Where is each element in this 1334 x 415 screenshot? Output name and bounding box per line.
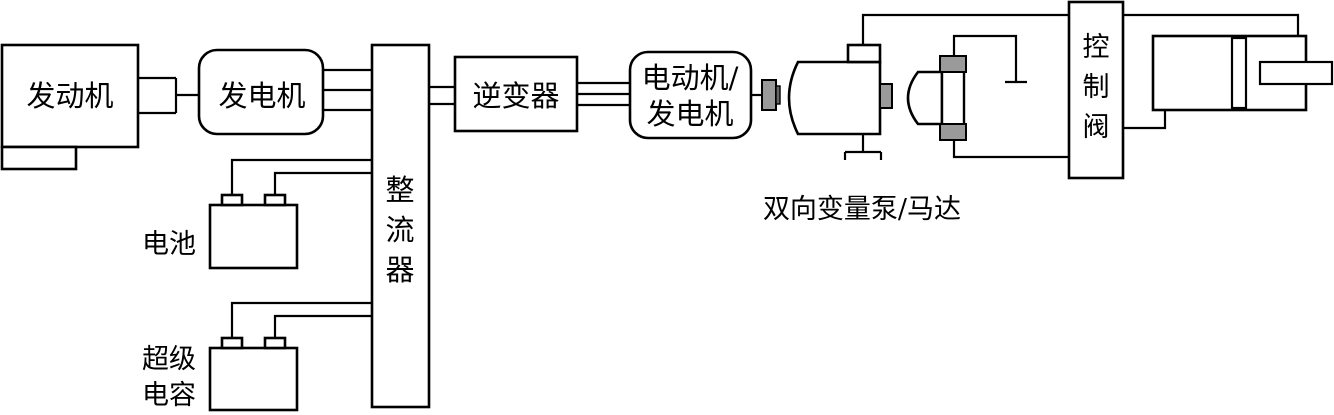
- supercapacitor-label-1: 超级: [142, 344, 196, 375]
- battery-terminal-left: [220, 193, 244, 207]
- engine-block: 发动机: [0, 43, 140, 171]
- rectifier-body: [370, 43, 431, 409]
- generator-block: 发电机: [176, 48, 325, 136]
- inverter-body: [453, 55, 579, 133]
- cylinder-piston: [1230, 36, 1248, 110]
- pump-top-port: [846, 43, 882, 64]
- motor-pump-coupling: [751, 79, 781, 111]
- hydraulic-lines: [861, 13, 1300, 159]
- rectifier-label-3: 器: [385, 253, 414, 287]
- battery-block: 电池: [142, 158, 372, 270]
- rectifier-label-1: 整: [385, 173, 414, 207]
- supercapacitor-block: 超级 电容: [142, 301, 372, 412]
- supercap-terminal-left: [220, 336, 244, 350]
- supercapacitor-label-2: 电容: [142, 380, 196, 411]
- battery-body: [208, 203, 299, 270]
- supercap-terminal-right: [263, 336, 287, 350]
- battery-label: 电池: [142, 229, 196, 260]
- control-valve-body: [1067, 0, 1125, 180]
- control-valve-label-3: 阀: [1083, 112, 1110, 143]
- generator-rectifier-wires: [323, 68, 372, 112]
- rectifier-label-2: 流: [385, 213, 414, 247]
- pump-motor-inner: [906, 70, 944, 126]
- engine-label: 发动机: [26, 79, 113, 113]
- cylinder-rod: [1258, 60, 1334, 86]
- motor-generator-block: 电动机/ 发电机: [628, 50, 753, 140]
- control-valve-block: 控 制 阀: [1067, 0, 1125, 180]
- supercapacitor-body: [208, 346, 299, 412]
- engine-body: [0, 43, 140, 149]
- rectifier-block: 整 流 器: [370, 43, 431, 409]
- pump-motor-label: 双向变量泵/马达: [763, 194, 961, 225]
- inverter-motor-wires: [577, 81, 630, 107]
- generator-label: 发电机: [218, 79, 305, 113]
- battery-terminal-right: [263, 193, 287, 207]
- inverter-block: 逆变器: [453, 55, 579, 133]
- control-valve-label-2: 制: [1083, 72, 1110, 103]
- pump-housing: [787, 60, 882, 136]
- engine-base: [0, 145, 78, 171]
- hydraulic-cylinder: [1151, 34, 1334, 112]
- motor-generator-label-1: 电动机/: [642, 61, 739, 95]
- inverter-label: 逆变器: [472, 79, 559, 113]
- rectifier-inverter-wires: [429, 85, 455, 106]
- engine-shaft: [138, 76, 178, 115]
- control-valve-label-1: 控: [1083, 32, 1110, 63]
- generator-body: [197, 48, 325, 136]
- motor-generator-label-2: 发电机: [646, 97, 733, 131]
- pump-motor-block: 双向变量泵/马达: [763, 43, 967, 225]
